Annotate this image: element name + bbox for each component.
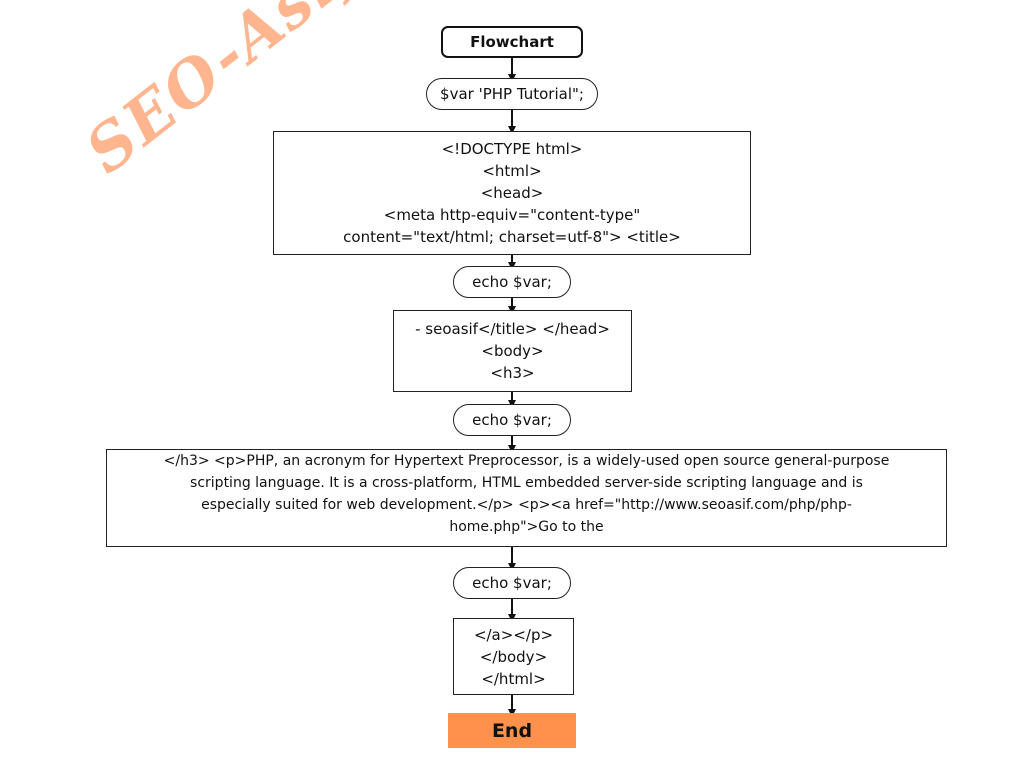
flowchart-title: Flowchart (470, 33, 554, 51)
echo-var-text: echo $var; (472, 273, 552, 291)
echo-var-node-2: echo $var; (453, 404, 571, 436)
html-head-line: <meta http-equiv="content-type" (383, 206, 641, 224)
paragraph-line: scripting language. It is a cross-platfo… (190, 475, 863, 491)
title-body-block: - seoasif</title> </head> <body> <h3> (393, 310, 632, 392)
closing-tags-line: </a></p> (473, 625, 554, 644)
paragraph-line: especially suited for web development.</… (201, 497, 852, 513)
closing-tags-line: </html> (481, 669, 546, 688)
html-head-line: <html> (482, 162, 542, 180)
paragraph-line: </h3> <p>PHP, an acronym for Hypertext P… (163, 453, 890, 469)
echo-var-node-1: echo $var; (453, 266, 571, 298)
assign-var-node: $var 'PHP Tutorial"; (426, 78, 598, 110)
html-head-block: <!DOCTYPE html> <html> <head> <meta http… (273, 131, 751, 255)
title-body-line: <h3> (490, 364, 535, 382)
assign-var-text: $var 'PHP Tutorial"; (440, 85, 584, 103)
paragraph-line: home.php">Go to the (449, 519, 604, 535)
closing-tags-block: </a></p> </body> </html> (453, 618, 574, 695)
title-body-line: - seoasif</title> </head> (415, 320, 610, 338)
echo-var-text: echo $var; (472, 411, 552, 429)
title-body-line: <body> (481, 342, 544, 360)
end-label: End (491, 719, 533, 742)
closing-tags-line: </body> (479, 647, 548, 666)
echo-var-text: echo $var; (472, 574, 552, 592)
flowchart-title-node: Flowchart (441, 26, 583, 58)
html-head-line: content="text/html; charset=utf-8"> <tit… (343, 228, 681, 246)
end-node: End (448, 713, 576, 748)
echo-var-node-3: echo $var; (453, 567, 571, 599)
paragraph-block: </h3> <p>PHP, an acronym for Hypertext P… (106, 449, 947, 547)
html-head-line: <head> (480, 184, 544, 202)
html-head-line: <!DOCTYPE html> (441, 140, 583, 158)
